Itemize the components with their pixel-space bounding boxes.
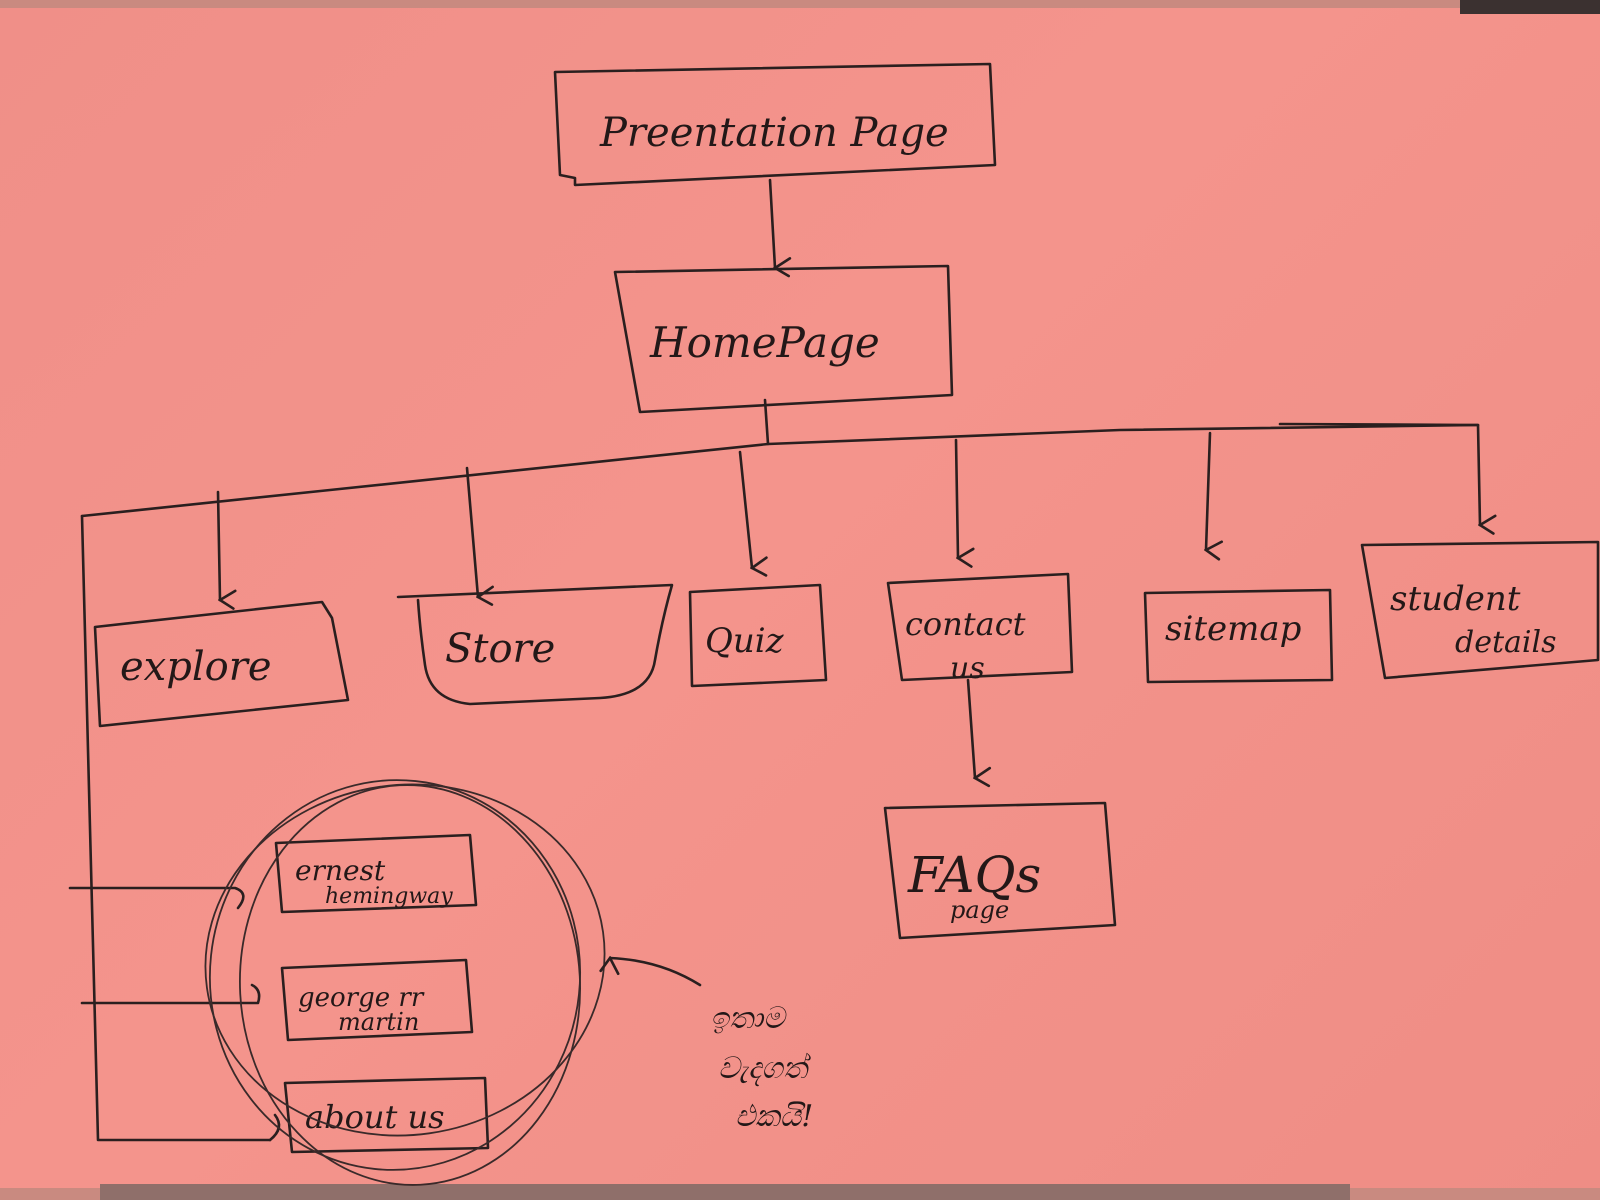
connector-bus bbox=[80, 423, 1480, 518]
annotation-line-1: ඉතාම bbox=[710, 1001, 788, 1036]
highlight-circle bbox=[204, 779, 606, 1186]
node-george-label-1: george rr bbox=[298, 983, 425, 1013]
node-sitemap-label: sitemap bbox=[1165, 609, 1301, 649]
node-ernest-label-2: hemingway bbox=[325, 884, 453, 909]
node-sitemap: sitemap bbox=[1143, 588, 1334, 684]
annotation-line-3: එකයි! bbox=[735, 1099, 813, 1134]
node-faqs-label-2: page bbox=[950, 896, 1009, 924]
node-student-details: student details bbox=[1360, 540, 1600, 680]
node-george-martin: george rr martin bbox=[280, 958, 474, 1042]
node-explore: explore bbox=[93, 600, 350, 728]
connector-to-ernest bbox=[68, 886, 245, 910]
node-contact-label-1: contact bbox=[905, 605, 1026, 643]
node-presentation-label: Preentation Page bbox=[599, 110, 949, 156]
node-about-label: about us bbox=[305, 1098, 445, 1136]
arrow-presentation-home bbox=[768, 178, 775, 268]
arrow-contact-faqs bbox=[966, 678, 975, 778]
arrow-to-contact bbox=[954, 438, 958, 558]
node-quiz: Quiz bbox=[688, 583, 828, 688]
connector-to-george bbox=[80, 983, 261, 1005]
node-student-label-2: details bbox=[1455, 625, 1556, 660]
node-explore-label: explore bbox=[120, 644, 272, 690]
arrow-to-student bbox=[1278, 422, 1480, 525]
paper-sheet bbox=[0, 8, 1600, 1188]
annotation-arrow bbox=[610, 958, 702, 987]
node-store: Store bbox=[396, 583, 674, 706]
node-home-label: HomePage bbox=[649, 318, 880, 367]
table-edge bbox=[100, 1184, 1350, 1200]
node-about-us: about us bbox=[283, 1076, 490, 1154]
node-faqs-page: FAQs page bbox=[883, 801, 1117, 940]
node-contact-us: contact us bbox=[886, 572, 1074, 686]
arrow-to-store bbox=[465, 466, 478, 597]
annotation-note: ඉතාම වැදගත් එකයි! bbox=[710, 1001, 813, 1134]
node-store-label: Store bbox=[445, 626, 555, 672]
node-faqs-label-1: FAQs bbox=[907, 846, 1041, 904]
arrow-to-quiz bbox=[738, 450, 752, 568]
node-student-label-1: student bbox=[1390, 579, 1521, 619]
node-quiz-label: Quiz bbox=[705, 621, 785, 661]
node-home-page: HomePage bbox=[613, 264, 954, 414]
node-ernest-label-1: ernest bbox=[295, 854, 386, 887]
annotation-line-2: වැදගත් bbox=[718, 1051, 811, 1087]
arrow-to-explore bbox=[216, 490, 220, 600]
connector-left-rail bbox=[80, 514, 272, 1142]
background-wall bbox=[1460, 0, 1600, 14]
connector-home-trunk bbox=[763, 398, 770, 446]
node-george-label-2: martin bbox=[338, 1008, 419, 1036]
arrow-to-sitemap bbox=[1206, 431, 1210, 550]
node-ernest-hemingway: ernest hemingway bbox=[274, 833, 478, 914]
node-presentation-page: Preentation Page bbox=[553, 62, 997, 187]
